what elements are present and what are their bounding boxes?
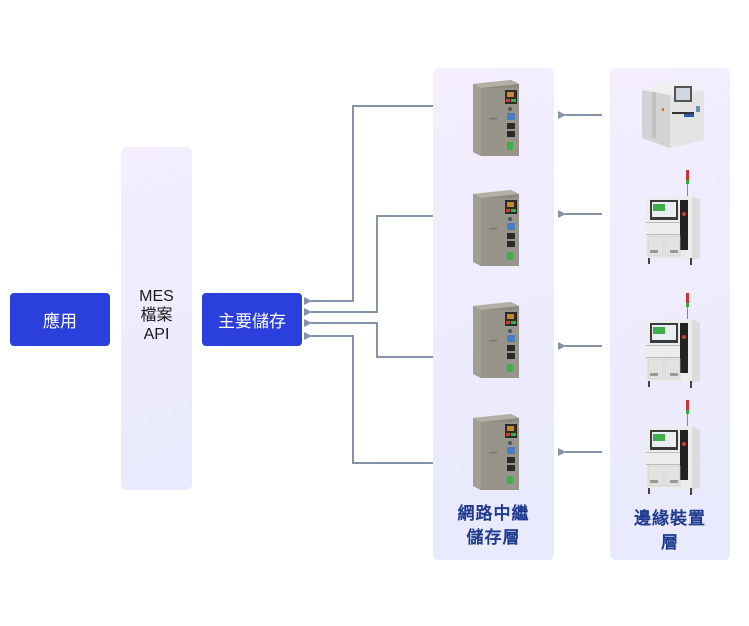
relay-layer-label: 網路中繼 儲存層 <box>433 502 554 550</box>
mes-api-panel <box>121 147 192 490</box>
mes-api-label: MES 檔案 API <box>121 287 192 344</box>
edge-layer-label: 邊緣裝置 層 <box>610 507 730 555</box>
connector-relay-4 <box>304 332 433 464</box>
relay-gateway-icon-3 <box>467 300 527 385</box>
inspection-machine-icon-3 <box>642 293 706 394</box>
mes-api-line-1: MES <box>139 288 174 305</box>
relay-layer-label-line-1: 網路中繼 <box>457 504 530 523</box>
inspection-machine-icon-2 <box>642 170 706 271</box>
app-box[interactable]: 應用 <box>10 293 110 346</box>
connector-relay-2 <box>304 215 433 316</box>
edge-layer-label-line-1: 邊緣裝置 <box>634 509 706 528</box>
inspection-machine-icon-4 <box>642 400 706 501</box>
mes-api-line-3: API <box>143 326 170 343</box>
relay-gateway-icon-4 <box>467 412 527 497</box>
app-box-label: 應用 <box>43 312 77 331</box>
connector-relay-3 <box>304 319 433 358</box>
relay-gateway-icon-2 <box>467 188 527 273</box>
connector-relay-1 <box>304 105 433 305</box>
mes-api-line-2: 檔案 <box>140 307 173 324</box>
primary-storage-label: 主要儲存 <box>218 312 286 331</box>
relay-layer-label-line-2: 儲存層 <box>466 528 521 547</box>
relay-gateway-icon-1 <box>467 78 527 163</box>
primary-storage-box[interactable]: 主要儲存 <box>202 293 302 346</box>
edge-layer-label-line-2: 層 <box>661 533 679 552</box>
inspection-machine-icon-1 <box>640 78 706 155</box>
